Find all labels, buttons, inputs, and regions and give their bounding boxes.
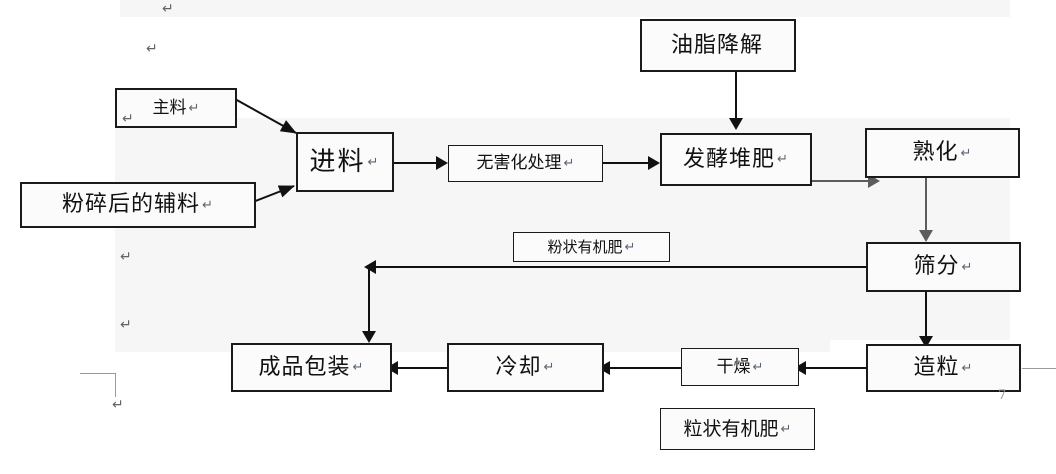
node-shaifen-label: 筛分 — [913, 254, 960, 279]
pilcrow-icon: ↵ — [752, 359, 764, 375]
pilcrow-icon: ↵ — [624, 239, 636, 255]
edge-fajiao-shuhua — [812, 180, 874, 182]
node-lengque-label: 冷却 — [495, 354, 542, 380]
edge-shaifen-zaoli — [925, 292, 927, 340]
pilcrow-icon: ↵ — [367, 154, 381, 170]
node-jinliao-label: 进料 — [309, 147, 366, 177]
node-youzhi-label: 油脂降解 — [670, 32, 763, 58]
node-zaoli-label: 造粒 — [913, 355, 960, 380]
node-fajiao[interactable]: 发酵堆肥↵ — [660, 133, 812, 186]
node-lizhuang-label: 粒状有机肥 — [683, 417, 779, 440]
page-margin-corner-left — [80, 373, 116, 397]
page-number: 7 — [998, 388, 1007, 403]
edge-zaoli-ganzao — [800, 367, 866, 369]
paragraph-mark-2: ↵ — [146, 41, 158, 57]
edge-ganzao-lengque — [604, 367, 681, 369]
pilcrow-icon: ↵ — [352, 360, 365, 375]
paragraph-mark-5: ↵ — [120, 317, 132, 333]
node-shaifen[interactable]: 筛分↵ — [866, 242, 1021, 292]
arrowhead-jinliao-wuhaihua — [436, 156, 448, 170]
pilcrow-icon: ↵ — [563, 156, 575, 171]
edge-elbow-down-to-chengpin — [368, 266, 370, 335]
node-fenzhuang-label: 粉状有机肥 — [547, 237, 623, 256]
node-youzhi[interactable]: 油脂降解 — [640, 19, 796, 72]
pilcrow-icon: ↵ — [202, 197, 214, 213]
pilcrow-icon: ↵ — [780, 421, 792, 437]
node-zhuliao[interactable]: 主料↵ — [115, 88, 237, 128]
pilcrow-icon: ↵ — [961, 259, 974, 275]
node-lizhuang[interactable]: 粒状有机肥↵ — [660, 408, 815, 450]
node-jinliao[interactable]: 进料↵ — [296, 132, 394, 192]
shading-band-top — [120, 0, 1010, 17]
node-fenzhuang[interactable]: 粉状有机肥↵ — [513, 232, 670, 262]
node-fajiao-label: 发酵堆肥 — [683, 146, 776, 172]
node-ganzao[interactable]: 干燥↵ — [681, 348, 799, 386]
node-fusuifuliao[interactable]: 粉碎后的辅料↵ — [20, 182, 256, 228]
edge-wuhaihua-fajiao — [603, 162, 652, 164]
edge-lengque-chengpin — [392, 367, 447, 369]
pilcrow-icon: ↵ — [543, 360, 556, 375]
arrowhead-shaifen-elbow — [364, 260, 376, 274]
node-fusuifuliao-label: 粉碎后的辅料 — [62, 192, 201, 217]
node-wuhaihua[interactable]: 无害化处理↵ — [448, 145, 603, 182]
node-zhuliao-label: 主料 — [152, 97, 187, 118]
arrowhead-wuhaihua-fajiao — [648, 156, 660, 170]
node-wuhaihua-label: 无害化处理 — [476, 153, 562, 173]
edge-shuhua-shaifen — [925, 178, 927, 234]
pilcrow-icon: ↵ — [960, 145, 973, 161]
node-lengque[interactable]: 冷却↵ — [447, 343, 604, 392]
pilcrow-icon: ↵ — [961, 360, 974, 376]
arrowhead-elbow-chengpin — [362, 331, 376, 343]
paragraph-mark-3: ↵ — [122, 111, 134, 127]
edge-jinliao-wuhaihua — [394, 162, 442, 164]
edge-shaifen-left-run — [370, 266, 867, 268]
node-shuhua-label: 熟化 — [912, 140, 959, 165]
page-edge-line-right — [1022, 368, 1056, 369]
paragraph-mark-1: ↵ — [162, 1, 174, 17]
node-chengpin-label: 成品包装 — [258, 354, 351, 380]
edge-youzhi-fajiao — [735, 72, 737, 122]
node-zaoli[interactable]: 造粒↵ — [866, 344, 1021, 392]
pilcrow-icon: ↵ — [777, 152, 789, 167]
node-chengpin[interactable]: 成品包装↵ — [231, 343, 392, 392]
paragraph-mark-4: ↵ — [120, 249, 132, 265]
paragraph-mark-6: ↵ — [112, 397, 124, 413]
node-ganzao-label: 干燥 — [716, 356, 751, 377]
arrowhead-youzhi-fajiao — [729, 118, 743, 130]
arrowhead-shuhua-shaifen — [919, 230, 933, 242]
node-shuhua[interactable]: 熟化↵ — [865, 128, 1020, 178]
pilcrow-icon: ↵ — [188, 100, 200, 116]
